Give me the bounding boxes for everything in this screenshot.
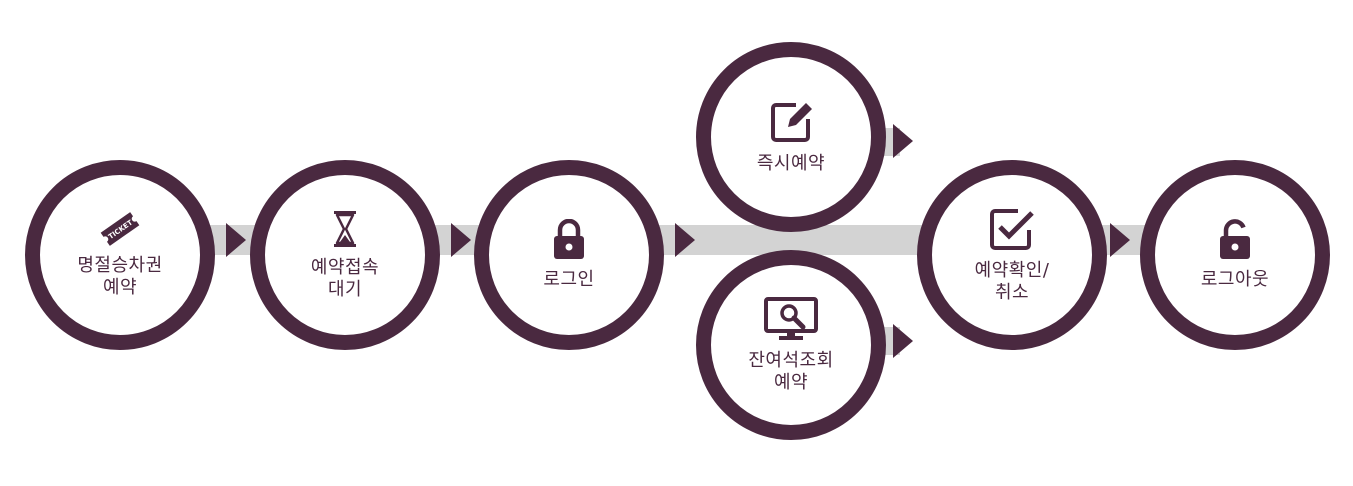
step-label: 명절승차권 예약	[77, 255, 163, 298]
step-connection-queue[interactable]: 예약접속 대기	[250, 160, 440, 350]
step-remaining-seat-reservation[interactable]: 잔여석조회 예약	[696, 250, 886, 440]
lock-closed-icon	[554, 219, 584, 259]
step-holiday-ticket-reservation[interactable]: TICKET 명절승차권 예약	[25, 160, 215, 350]
edit-icon	[771, 103, 812, 142]
checkbox-icon	[990, 209, 1034, 250]
arrow-5	[1110, 223, 1130, 257]
step-label: 예약접속 대기	[310, 257, 380, 300]
arrow-4-top	[893, 124, 913, 158]
arrow-1	[226, 223, 246, 257]
step-label: 예약확인/ 취소	[974, 260, 1050, 303]
step-instant-reservation[interactable]: 즉시예약	[696, 42, 886, 232]
step-logout[interactable]: 로그아웃	[1140, 160, 1330, 350]
ticket-icon: TICKET	[100, 212, 140, 246]
step-label: 로그아웃	[1200, 269, 1270, 290]
step-label: 잔여석조회 예약	[748, 350, 834, 393]
step-label: 즉시예약	[756, 153, 826, 174]
step-login[interactable]: 로그인	[474, 160, 664, 350]
arrow-4-bottom	[893, 324, 913, 358]
monitor-search-icon	[764, 297, 818, 340]
lock-open-icon	[1220, 219, 1250, 259]
arrow-2	[451, 223, 471, 257]
step-label: 로그인	[543, 269, 595, 290]
arrow-3	[675, 223, 695, 257]
step-reservation-confirm-cancel[interactable]: 예약확인/ 취소	[917, 160, 1107, 350]
hourglass-icon	[334, 211, 356, 247]
